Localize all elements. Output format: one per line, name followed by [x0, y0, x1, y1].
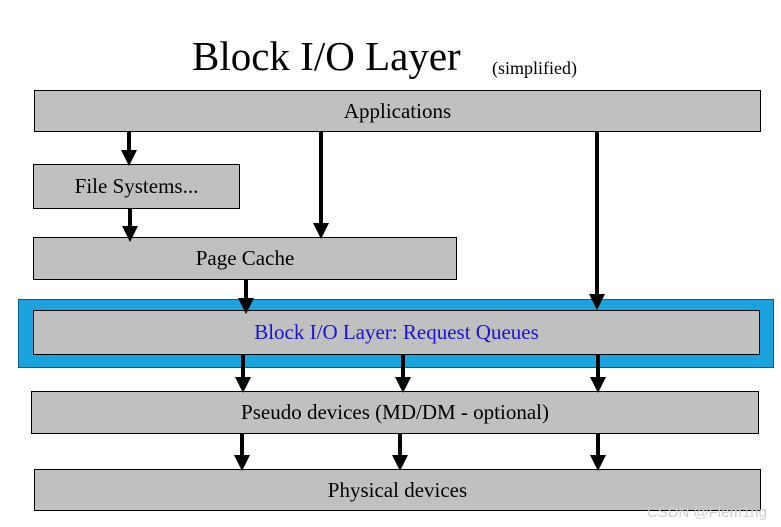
request-queues-label: Block I/O Layer: Request Queues [254, 320, 539, 344]
diagram-subtitle: (simplified) [492, 58, 577, 78]
physical-devices-label: Physical devices [327, 477, 468, 502]
watermark-text: CSDN @Flem1ng [646, 504, 767, 521]
pseudo-devices-label: Pseudo devices (MD/DM - optional) [241, 400, 549, 424]
pseudo-devices-box: Pseudo devices (MD/DM - optional) [31, 391, 759, 434]
page-cache-label: Page Cache [195, 246, 295, 270]
applications-label: Applications [343, 98, 452, 123]
diagram-title: Block I/O Layer [192, 33, 461, 79]
request-queues-box: Block I/O Layer: Request Queues [33, 310, 760, 355]
file-systems-box: File Systems... [33, 164, 240, 209]
physical-devices-box: Physical devices [34, 469, 761, 511]
page-cache-box: Page Cache [33, 237, 457, 280]
applications-box: Applications [34, 90, 761, 132]
file-systems-label: File Systems... [74, 174, 199, 198]
